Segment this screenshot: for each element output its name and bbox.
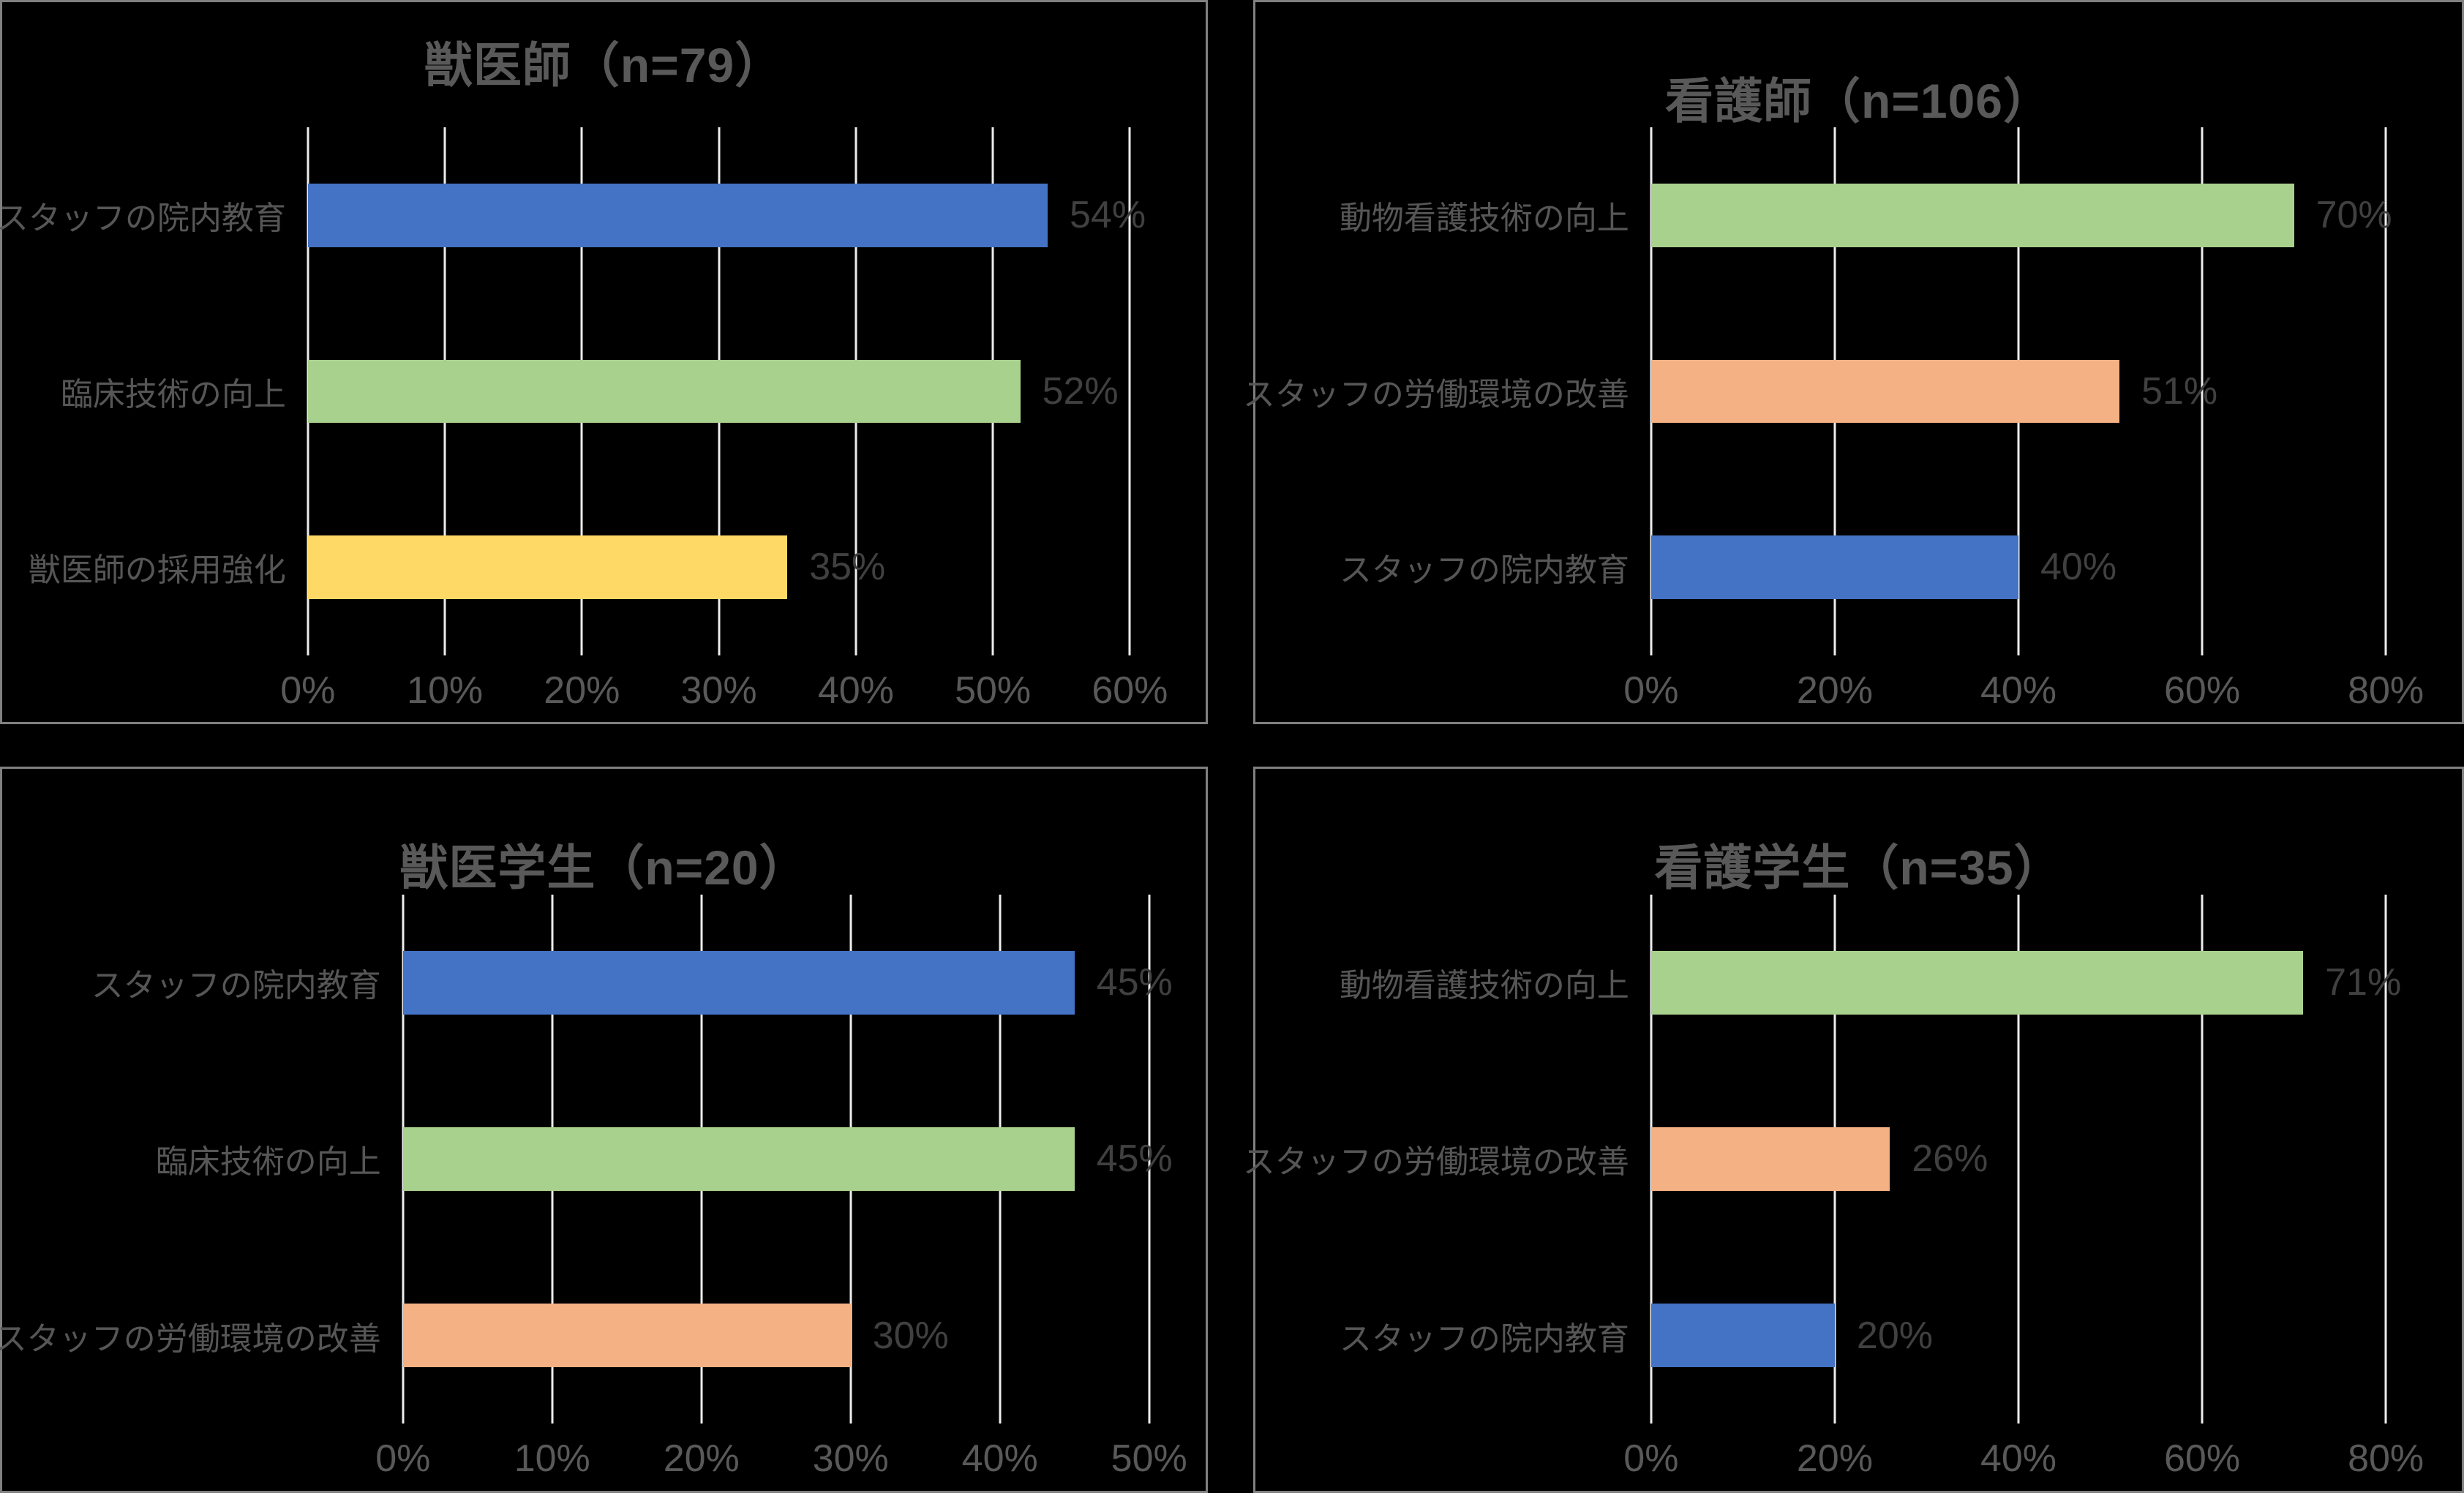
bar-value-label: 30%	[872, 1314, 949, 1357]
bar-row: 動物看護技術の向上 70%	[1340, 127, 2392, 303]
x-axis-tick-label: 0%	[375, 1437, 431, 1481]
bar-value-label: 52%	[1042, 369, 1119, 413]
gridline	[2017, 894, 2020, 1424]
chart-panel-nurses: 看護師（n=106） 0% 20% 40% 60% 80% 動物看護技術の向上 70% スタッ…	[1243, 0, 2464, 724]
x-axis-tick-label: 30%	[812, 1437, 889, 1481]
bar	[307, 359, 1021, 424]
plot-area: 0% 20% 40% 60% 80% 動物看護技術の向上 71% スタッフの労働環境の改善 26…	[1243, 894, 2424, 1480]
x-axis-tick-label: 80%	[2348, 1437, 2424, 1481]
bar	[402, 1127, 1075, 1191]
bar	[1650, 184, 2294, 247]
gridline	[2384, 894, 2387, 1424]
category-label: 動物看護技術の向上	[1339, 968, 1629, 1004]
bar	[1650, 359, 2120, 424]
x-axis-tick-label: 10%	[514, 1437, 590, 1481]
bar-row: 臨床技術の向上 45%	[156, 1071, 1173, 1247]
category-label: スタッフの労働環境の改善	[0, 1320, 381, 1357]
category-label: スタッフの労働環境の改善	[1242, 376, 1629, 413]
chart-title-nursing-students: 看護学生（n=35）	[1654, 840, 2063, 895]
bar-value-label: 71%	[2325, 961, 2402, 1004]
bar-value-label: 51%	[2141, 369, 2218, 413]
x-axis-tick-label: 40%	[1980, 1437, 2057, 1481]
x-axis-tick-label: 30%	[680, 669, 757, 712]
bar	[1650, 1127, 1890, 1191]
x-axis-tick-label: 50%	[955, 669, 1032, 712]
bar-row: 臨床技術の向上 52%	[61, 304, 1130, 479]
bar	[1650, 950, 2304, 1015]
bar-row: スタッフの院内教育 40%	[1340, 479, 2386, 655]
x-axis-tick-label: 10%	[407, 669, 484, 712]
bar	[1650, 1304, 1835, 1368]
gridline	[2384, 127, 2387, 655]
bar	[307, 184, 1048, 247]
gridline	[1148, 894, 1151, 1424]
bar-value-label: 40%	[2040, 546, 2117, 589]
bar-value-label: 45%	[1096, 961, 1173, 1004]
category-label: スタッフの労働環境の改善	[1242, 1144, 1629, 1181]
x-axis-tick-label: 40%	[1980, 669, 2057, 712]
bar-value-label: 26%	[1912, 1137, 1988, 1181]
x-axis-tick-label: 0%	[1623, 669, 1679, 712]
gridline	[1128, 127, 1131, 655]
x-axis-tick-label: 20%	[544, 669, 620, 712]
bar-row: スタッフの労働環境の改善 30%	[0, 1247, 1149, 1424]
category-label: 獣医師の採用強化	[28, 552, 286, 589]
plot-area: 0% 20% 40% 60% 80% 動物看護技術の向上 70% スタッフの労働環境の改善 51…	[1243, 127, 2424, 712]
chart-title-veterinary-students: 獣医学生（n=20）	[399, 840, 808, 895]
category-label: 臨床技術の向上	[60, 376, 286, 413]
category-label: 臨床技術の向上	[155, 1144, 381, 1181]
category-label: スタッフの院内教育	[91, 968, 381, 1004]
bar-row: スタッフの労働環境の改善 26%	[1243, 1071, 2386, 1247]
bar-value-label: 35%	[809, 546, 886, 589]
chart-title-nurses: 看護師（n=106）	[1665, 73, 2052, 128]
category-label: スタッフの院内教育	[0, 200, 286, 237]
x-axis-tick-label: 50%	[1111, 1437, 1187, 1481]
plot-area: 0% 10% 20% 30% 40% 50% 60% スタッフの院内教育 54% 臨床技術の向上 5…	[0, 127, 1168, 712]
x-axis-tick-label: 60%	[2164, 669, 2241, 712]
gridline	[2201, 894, 2204, 1424]
bar-row: スタッフの労働環境の改善 51%	[1243, 304, 2386, 479]
bar	[402, 1304, 851, 1368]
category-label: スタッフの院内教育	[1339, 552, 1629, 589]
chart-panel-veterinary-students: 獣医学生（n=20） 0% 10% 20% 30% 40% 50% スタッフの院内教育 45%…	[0, 767, 1208, 1493]
x-axis-tick-label: 20%	[1796, 1437, 1873, 1481]
category-label: 動物看護技術の向上	[1339, 200, 1629, 237]
x-axis-tick-label: 60%	[2164, 1437, 2241, 1481]
chart-panel-nursing-students: 看護学生（n=35） 0% 20% 40% 60% 80% 動物看護技術の向上 71% スタッ…	[1243, 767, 2464, 1493]
x-axis-tick-label: 20%	[663, 1437, 740, 1481]
bar	[402, 950, 1075, 1015]
chart-panel-veterinarians: 獣医師（n=79） 0% 10% 20% 30% 40% 50% 60% スタッフの院内教育 5…	[0, 0, 1208, 724]
bar-row: スタッフの院内教育 54%	[0, 127, 1146, 303]
x-axis-tick-label: 40%	[817, 669, 894, 712]
x-axis-tick-label: 0%	[1623, 1437, 1679, 1481]
bar-value-label: 54%	[1070, 194, 1146, 237]
gridline	[2201, 127, 2204, 655]
bar-row: 動物看護技術の向上 71%	[1340, 895, 2401, 1071]
chart-title-veterinarians: 獣医師（n=79）	[424, 37, 784, 92]
bar-value-label: 70%	[2315, 194, 2392, 237]
x-axis-tick-label: 40%	[961, 1437, 1038, 1481]
x-axis-tick-label: 20%	[1796, 669, 1873, 712]
category-label: スタッフの院内教育	[1339, 1320, 1629, 1357]
bar-row: 獣医師の採用強化 35%	[29, 479, 1130, 655]
bar-row: スタッフの院内教育 20%	[1340, 1247, 2386, 1424]
x-axis-tick-label: 0%	[280, 669, 336, 712]
bar-value-label: 20%	[1856, 1314, 1933, 1357]
bar	[307, 535, 788, 599]
bar-row: スタッフの院内教育 45%	[91, 895, 1173, 1071]
bar	[1650, 535, 2018, 599]
x-axis-tick-label: 80%	[2348, 669, 2424, 712]
bar-value-label: 45%	[1096, 1137, 1173, 1181]
x-axis-tick-label: 60%	[1092, 669, 1168, 712]
